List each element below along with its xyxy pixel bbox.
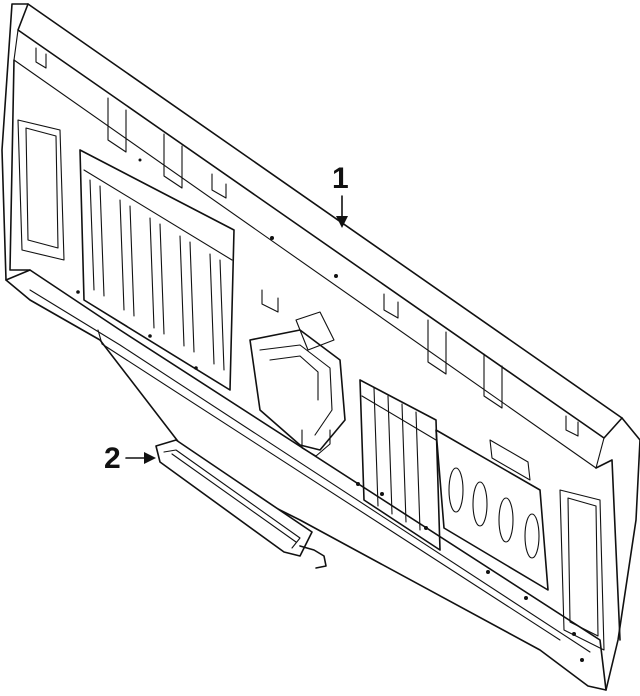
arrow-head-2 (144, 452, 156, 464)
left-end-cap (9, 59, 31, 271)
tailgate-support-strut (155, 439, 327, 569)
oval-cutout (524, 513, 540, 559)
right-end-cap (595, 459, 621, 641)
tailgate-panel (1, 3, 640, 691)
arrow-head-1 (336, 216, 348, 228)
callout-number-1: 1 (332, 162, 349, 195)
callout-number-2: 2 (104, 442, 121, 475)
oval-cutout (448, 467, 464, 513)
oval-cutout (472, 481, 488, 527)
top-edge-inner (17, 3, 623, 439)
oval-cutout (498, 497, 514, 543)
lower-flange (5, 269, 607, 691)
callout-leaders (125, 195, 348, 464)
strut-hook (299, 545, 327, 569)
